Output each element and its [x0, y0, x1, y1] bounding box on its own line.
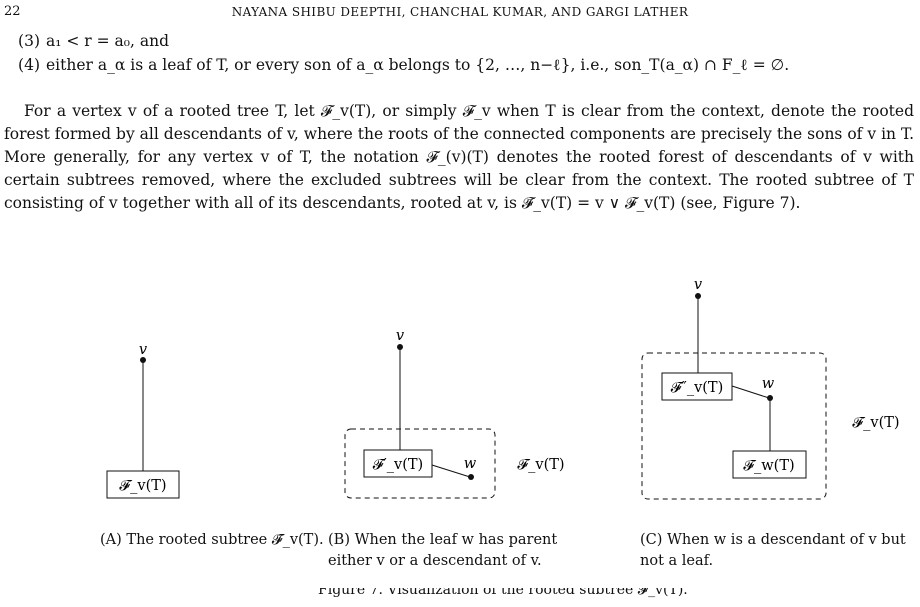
list-item-number: (4) — [18, 56, 40, 74]
leaf-w — [468, 474, 474, 480]
list-item-text: either a_α is a leaf of T, or every son … — [46, 56, 790, 74]
forest-box — [363, 449, 433, 478]
region-label: 𝓕_v(T) — [852, 415, 899, 431]
caption-c: (C) When w is a descendant of v but not … — [640, 532, 906, 569]
list-item-number: (3) — [18, 32, 40, 50]
panel-c: v 𝓕″_v(T) w 𝓕_w(T) 𝓕_v(T) — [641, 277, 900, 500]
edge-forest-w — [731, 385, 770, 399]
vertex-label-v: v — [396, 328, 405, 344]
body-paragraph: For a vertex v of a rooted tree T, let 𝓕… — [4, 100, 914, 215]
forest-box-bottom — [732, 450, 807, 479]
list-item: (3) a₁ < r = a₀, and — [4, 32, 916, 50]
forest-box-bottom-label: 𝓕_w(T) — [743, 458, 794, 474]
caption-a: (A) The rooted subtree 𝓕̄_v(T). — [100, 532, 324, 548]
list-item: (4) either a_α is a leaf of T, or every s… — [4, 56, 916, 75]
caption-b: (B) When the leaf w has parent either v … — [328, 532, 558, 569]
figure-main-caption: Figure 7. Visualization of the rooted su… — [0, 588, 920, 607]
descendant-region — [641, 352, 827, 500]
page-number: 22 — [4, 4, 21, 19]
region-label: 𝓕_v(T) — [517, 457, 564, 473]
page-header: 22 NAYANA SHIBU DEEPTHI, CHANCHAL KUMAR,… — [0, 2, 920, 24]
leaf-label-w: w — [464, 456, 477, 472]
list-item-text: a₁ < r = a₀, and — [46, 32, 170, 50]
panel-b: v 𝓕′_v(T) w 𝓕_v(T) — [344, 328, 565, 499]
vertex-label-v: v — [694, 277, 703, 293]
figure-7: v 𝓕_v(T) v 𝓕′_v(T) w 𝓕_v(T) — [0, 255, 920, 569]
running-head: NAYANA SHIBU DEEPTHI, CHANCHAL KUMAR, AN… — [231, 5, 689, 19]
figure-diagram: v 𝓕_v(T) v 𝓕′_v(T) w 𝓕_v(T) — [106, 277, 900, 500]
descendant-region — [344, 428, 496, 499]
paragraph-text: For a vertex v of a rooted tree T, let 𝓕… — [4, 102, 914, 212]
forest-box-label: 𝓕_v(T) — [119, 478, 166, 494]
forest-box-label: 𝓕′_v(T) — [373, 457, 423, 473]
forest-box-top-label: 𝓕″_v(T) — [671, 380, 724, 396]
forest-box — [106, 470, 180, 499]
edge-forest-w — [431, 464, 471, 478]
vertex-label-v: v — [139, 342, 148, 358]
panel-a: v 𝓕_v(T) — [106, 342, 180, 499]
figure-main-caption-text: Figure 7. Visualization of the rooted su… — [318, 588, 688, 598]
vertex-label-w: w — [762, 376, 775, 392]
